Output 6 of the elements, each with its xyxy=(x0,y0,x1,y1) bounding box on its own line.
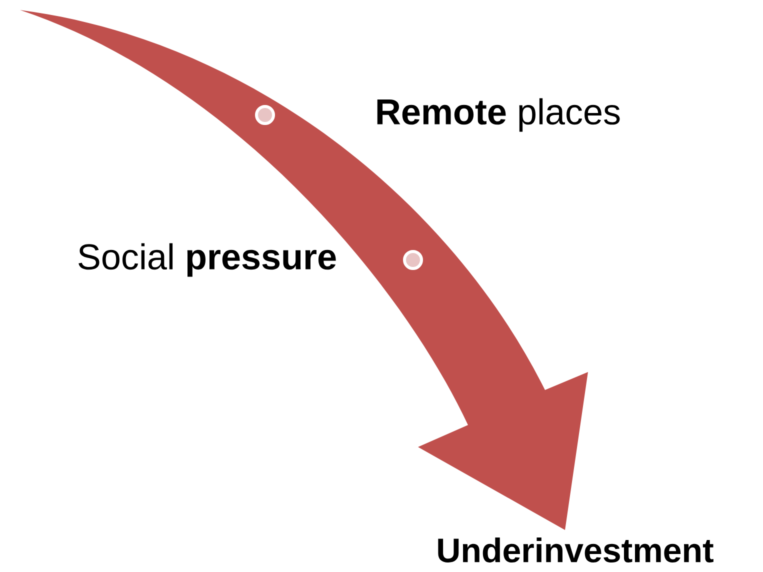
label-text: Underinvestment xyxy=(438,538,714,562)
dot-marker xyxy=(403,250,423,270)
curved-arrow xyxy=(20,10,588,530)
dot-marker xyxy=(255,105,275,125)
label-text: Remote places xyxy=(377,98,620,132)
label-text: Social pressure xyxy=(78,243,336,277)
